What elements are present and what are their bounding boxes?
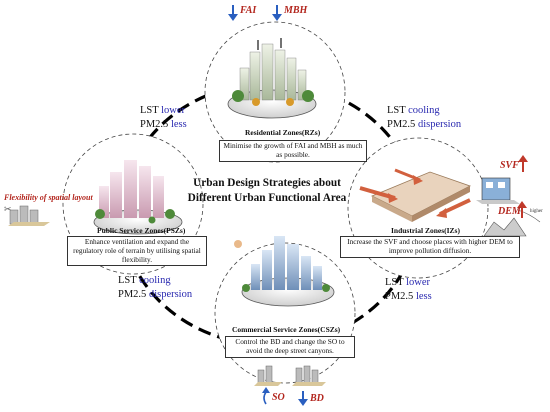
commercial-zone-title: Commercial Service Zones(CSZs) [232,325,341,334]
diagram-title-line2: Different Urban Functional Area [187,192,347,205]
commercial-illustration [234,236,335,307]
lst-value: lower [406,277,431,288]
lst-label: LST [118,275,137,286]
so-bd-buildings-icon [254,365,326,386]
effect-bottom-left: LST cooling PM2.5 dispersion [118,274,192,301]
bd-label: BD [310,393,324,404]
dem-terrain-icon [483,209,541,237]
pm-value: less [170,118,187,130]
lst-label: LST [140,105,159,116]
mbh-down-arrow-icon [272,5,282,21]
pm-label: PM2.5 [387,118,416,130]
fai-down-arrow-icon [228,5,238,21]
effect-bottom-right: LST lower PM2.5 less [385,276,432,303]
effect-top-right: LST cooling PM2.5 dispersion [387,104,461,131]
svg-text:✂: ✂ [4,204,12,214]
sun-icon [234,240,242,248]
pm-value: dispersion [148,288,193,300]
residential-illustration [227,38,317,119]
industrial-zone-title: Industrial Zones(IZs) [391,226,460,235]
so-rotate-arrow-icon [262,387,270,405]
lst-value: lower [161,105,186,116]
public-illustration [93,160,183,235]
mbh-label: MBH [284,5,308,16]
so-label: SO [272,392,285,403]
lst-label: LST [387,105,406,116]
pm-label: PM2.5 [118,288,147,300]
pm-value: dispersion [417,118,462,130]
svf-building-icon [476,177,520,204]
pm-value: less [415,290,432,302]
dem-up-arrow-icon [517,201,527,218]
diagram-title: Urban Design Strategies about Different … [176,176,358,207]
dem-higher-label: higher [530,209,543,214]
bd-down-arrow-icon [298,391,308,406]
dem-label: DEM [498,206,521,217]
effect-top-left: LST lower PM2.5 less [140,104,187,131]
svf-label: SVF [500,160,519,171]
residential-zone-title: Residential Zones(RZs) [245,128,321,137]
pm-label: PM2.5 [385,290,414,302]
industrial-illustration [359,168,472,222]
public-zone-description: Enhance ventilation and expand the regul… [67,236,207,267]
pm-label: PM2.5 [140,118,169,130]
lst-value: cooling [139,275,171,286]
flexibility-icon: ✂ [4,204,50,226]
fai-label: FAI [240,5,257,16]
residential-zone-description: Minimise the growth of FAI and MBH as mu… [219,140,367,162]
diagram-title-line1: Urban Design Strategies about [193,177,341,189]
lst-value: cooling [408,105,440,116]
svf-up-arrow-icon [518,155,528,172]
public-zone-title: Public Service Zones(PSZs) [97,226,186,235]
commercial-zone-description: Control the BD and change the SO to avoi… [225,336,355,358]
industrial-zone-description: Increase the SVF and choose places with … [340,236,520,258]
flexibility-label: Flexibility of spatial layout [4,193,93,202]
lst-label: LST [385,277,404,288]
